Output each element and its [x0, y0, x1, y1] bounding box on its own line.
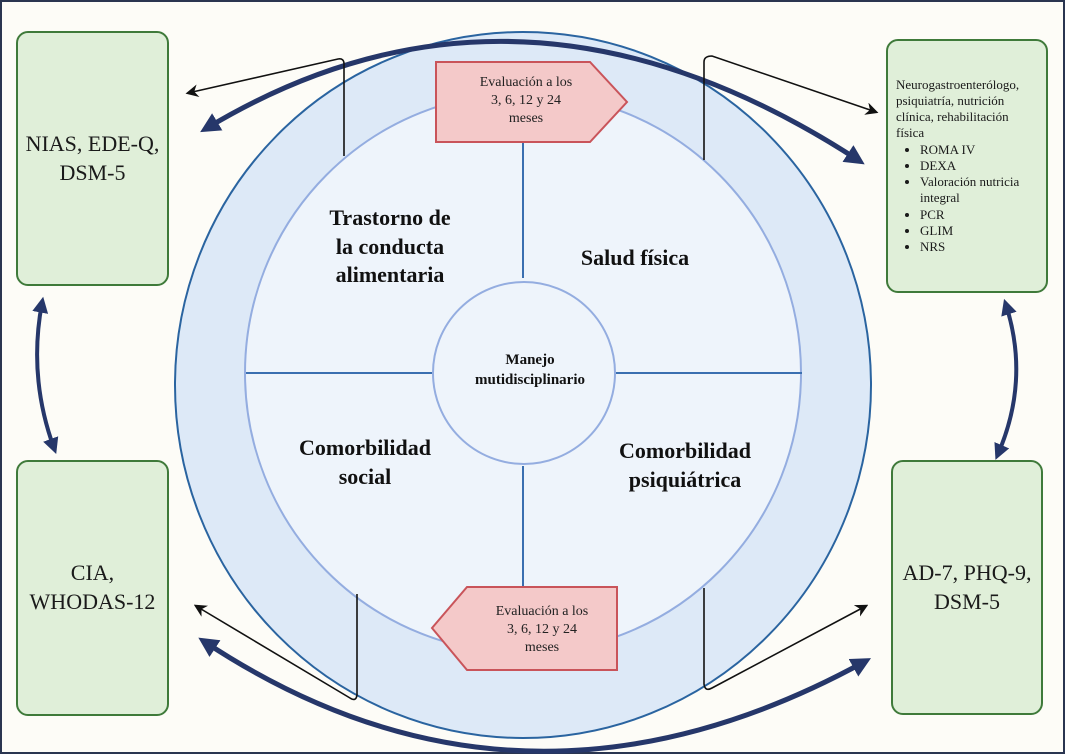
box-physical-health-tools: Neurogastroenterólogo, psiquiatría, nutr… [886, 39, 1048, 293]
quadrant-line: Comorbilidad [298, 435, 432, 460]
box-line: NIAS, EDE-Q, [25, 130, 160, 156]
eval-line: Evaluación a los [479, 75, 573, 90]
big-arrow-bottom [198, 637, 872, 754]
connector-arrow-br [703, 588, 869, 691]
big-arrow-right [994, 298, 1019, 460]
quadrant-line: psiquiátrica [628, 466, 742, 492]
box-line: AD-7, PHQ-9, [902, 559, 1032, 585]
box-social-tools: CIA, WHODAS-12 [16, 460, 169, 716]
center-circle [432, 281, 616, 465]
eval-line: 3, 6, 12 y 24 [507, 622, 577, 638]
eval-label-top: Evaluación a los 3, 6, 12 y 24 meses [441, 74, 611, 129]
eval-label-bottom: Evaluación a los 3, 6, 12 y 24 meses [457, 603, 627, 658]
quadrant-social-comorbidity: Comorbilidad social [280, 434, 450, 491]
box-line: CIA, [70, 560, 115, 586]
connector-arrow-tl [185, 58, 345, 156]
connector-arrow-tr [703, 55, 879, 160]
eval-line: Evaluación a los [495, 604, 589, 619]
quadrant-line: Salud física [580, 245, 690, 270]
big-arrow-top [200, 38, 865, 165]
box-eating-disorder-tools: NIAS, EDE-Q, DSM-5 [16, 31, 169, 286]
quadrant-physical-health: Salud física [555, 244, 715, 273]
quadrant-line: Trastorno de [329, 205, 451, 230]
list-item: ROMA IV [920, 142, 1038, 158]
box-line: DSM-5 [59, 159, 126, 185]
center-label: Manejo mutidisciplinario [440, 350, 620, 391]
tools-list: ROMA IV DEXA Valoración nutricia integra… [896, 142, 1038, 256]
eval-line: meses [508, 111, 544, 127]
quadrant-line: alimentaria [335, 262, 445, 288]
quadrant-line: la conducta [335, 233, 445, 259]
list-item: Valoración nutricia integral [920, 174, 1038, 207]
connector-arrow-bl [193, 594, 358, 701]
box-intro: Neurogastroenterólogo, psiquiatría, nutr… [896, 76, 1020, 141]
center-label-line: Manejo [505, 352, 555, 368]
list-item: DEXA [920, 158, 1038, 174]
box-line: DSM-5 [933, 588, 1000, 614]
list-item: PCR [920, 207, 1038, 223]
quadrant-line: Comorbilidad [618, 438, 752, 463]
box-psychiatric-tools: AD-7, PHQ-9, DSM-5 [891, 460, 1043, 715]
list-item: NRS [920, 239, 1038, 255]
eval-line: 3, 6, 12 y 24 [491, 93, 561, 109]
quadrant-eating-disorder: Trastorno de la conducta alimentaria [300, 204, 480, 290]
box-line: WHODAS-12 [29, 589, 156, 614]
eval-line: meses [524, 640, 560, 656]
list-item: GLIM [920, 223, 1038, 239]
quadrant-psychiatric-comorbidity: Comorbilidad psiquiátrica [600, 437, 770, 494]
center-label-line: mutidisciplinario [474, 372, 586, 389]
quadrant-line: social [338, 463, 392, 489]
big-arrow-left [32, 296, 59, 455]
